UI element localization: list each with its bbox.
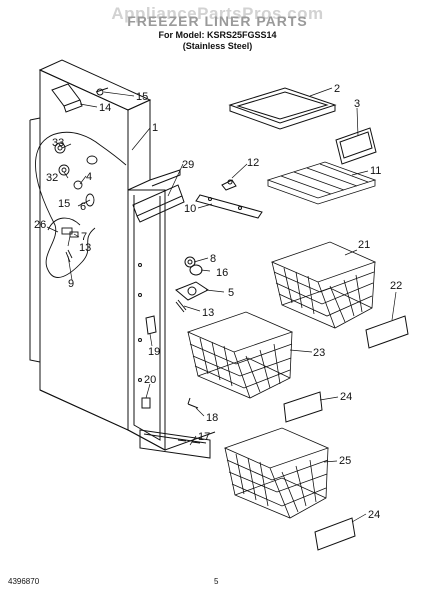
shelf-support — [195, 179, 263, 219]
shelf-bracket-29 — [132, 184, 185, 223]
callout-8: 8 — [210, 253, 216, 265]
callout-21: 21 — [358, 239, 370, 251]
callout-15-top: 15 — [136, 91, 148, 103]
callout-15-mid: 15 — [58, 198, 70, 210]
callout-25: 25 — [339, 455, 351, 467]
callout-23: 23 — [313, 347, 325, 359]
callout-2: 2 — [334, 83, 340, 95]
callout-6: 6 — [80, 201, 86, 213]
callout-7: 7 — [81, 231, 87, 243]
callout-4: 4 — [86, 171, 92, 183]
callout-12: 12 — [247, 157, 259, 169]
wire-basket-25 — [223, 427, 330, 519]
callout-13-right: 13 — [202, 307, 214, 319]
callout-13-left: 13 — [79, 242, 91, 254]
callout-24-lower: 24 — [368, 509, 380, 521]
basket-front-24-upper — [283, 391, 323, 423]
light-housing-bracket — [51, 83, 109, 113]
callout-33: 33 — [52, 137, 64, 149]
document-number: 4396870 — [8, 577, 40, 586]
callout-labels: 15 14 1 2 3 11 12 29 10 33 4 32 15 6 26 … — [34, 83, 402, 521]
callout-10: 10 — [184, 203, 196, 215]
callout-19: 19 — [148, 346, 160, 358]
callout-32: 32 — [46, 172, 58, 184]
callout-11: 11 — [370, 165, 381, 177]
watermark: AppliancePartsPros.com — [111, 4, 324, 23]
wire-basket-23 — [186, 311, 294, 399]
glass-shelf — [228, 87, 337, 130]
callout-22: 22 — [390, 280, 402, 292]
model-line: For Model: KSRS25FGSS14 — [158, 30, 277, 40]
front-trim — [139, 429, 211, 459]
small-hardware — [141, 315, 199, 409]
callout-24-upper: 24 — [340, 391, 352, 403]
callout-5: 5 — [228, 287, 234, 299]
basket-front-24-lower — [314, 517, 356, 551]
shelf-trim — [335, 127, 377, 165]
freezer-liner — [29, 59, 216, 451]
callout-9: 9 — [68, 278, 74, 290]
callout-26: 26 — [34, 219, 46, 231]
callout-29: 29 — [182, 159, 194, 171]
wire-shelf — [266, 161, 377, 205]
leader-lines — [46, 87, 397, 523]
callout-17: 17 — [198, 431, 210, 443]
page-number: 5 — [214, 577, 219, 586]
callout-1: 1 — [152, 122, 158, 134]
page-title: FREEZER LINER PARTS — [127, 13, 308, 29]
wire-harness — [34, 131, 127, 278]
wire-basket-21 — [270, 241, 377, 329]
model-variant: (Stainless Steel) — [182, 41, 253, 51]
callout-14: 14 — [99, 102, 111, 114]
callout-16: 16 — [216, 267, 228, 279]
callout-20: 20 — [144, 374, 156, 386]
callout-18: 18 — [206, 412, 218, 424]
damper-motor-parts — [175, 256, 209, 313]
callout-3: 3 — [354, 98, 360, 110]
basket-front-22 — [365, 315, 409, 349]
